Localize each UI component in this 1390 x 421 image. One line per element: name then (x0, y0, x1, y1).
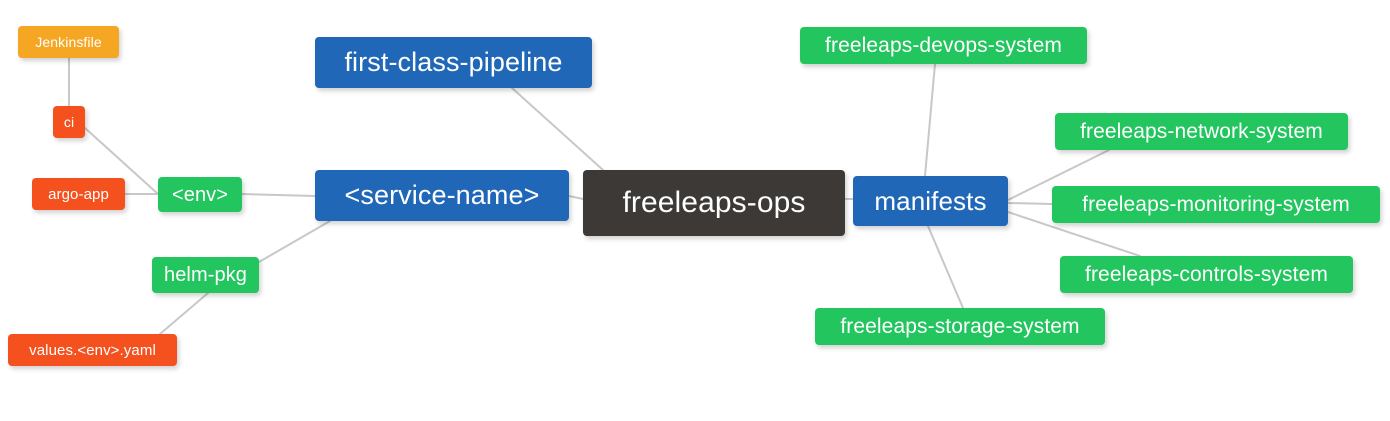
node-label-freeleaps-ops: freeleaps-ops (622, 186, 806, 219)
node-freeleaps-ops[interactable]: freeleaps-ops (583, 170, 845, 236)
edge-manifests-to-freeleaps-devops-system (924, 63, 936, 177)
edge-service-name-to-freeleaps-ops (568, 195, 584, 200)
node-helm-pkg[interactable]: helm-pkg (152, 257, 259, 293)
node-label-freeleaps-storage-system: freeleaps-storage-system (840, 315, 1080, 338)
node-freeleaps-devops-system[interactable]: freeleaps-devops-system (800, 27, 1087, 64)
node-ci[interactable]: ci (53, 106, 85, 138)
node-freeleaps-controls-system[interactable]: freeleaps-controls-system (1060, 256, 1353, 293)
node-service-name[interactable]: <service-name> (315, 170, 569, 221)
node-label-ci: ci (63, 114, 75, 130)
edge-first-class-pipeline-to-freeleaps-ops (511, 87, 604, 171)
edge-manifests-to-freeleaps-storage-system (927, 225, 964, 309)
edge-values-yaml-to-helm-pkg (159, 292, 209, 335)
node-freeleaps-monitoring-system[interactable]: freeleaps-monitoring-system (1052, 186, 1380, 223)
node-label-freeleaps-network-system: freeleaps-network-system (1080, 120, 1323, 143)
node-manifests[interactable]: manifests (853, 176, 1008, 226)
node-freeleaps-storage-system[interactable]: freeleaps-storage-system (815, 308, 1105, 345)
node-label-jenkinsfile: Jenkinsfile (35, 34, 102, 50)
edge-env-to-service-name (241, 193, 316, 197)
node-values-yaml[interactable]: values.<env>.yaml (8, 334, 177, 366)
node-label-service-name: <service-name> (344, 180, 540, 210)
node-label-helm-pkg: helm-pkg (163, 264, 248, 286)
node-label-manifests: manifests (874, 186, 987, 216)
node-label-env: <env> (171, 183, 229, 206)
node-label-values-yaml: values.<env>.yaml (29, 341, 156, 359)
node-label-argo-app: argo-app (48, 185, 109, 203)
node-label-freeleaps-monitoring-system: freeleaps-monitoring-system (1082, 193, 1350, 216)
node-first-class-pipeline[interactable]: first-class-pipeline (315, 37, 592, 88)
node-label-first-class-pipeline: first-class-pipeline (344, 47, 563, 77)
edge-helm-pkg-to-service-name (258, 220, 331, 263)
node-argo-app[interactable]: argo-app (32, 178, 125, 210)
edge-manifests-to-freeleaps-monitoring-system (1007, 202, 1053, 205)
node-env[interactable]: <env> (158, 177, 242, 212)
node-label-freeleaps-controls-system: freeleaps-controls-system (1085, 263, 1328, 286)
node-freeleaps-network-system[interactable]: freeleaps-network-system (1055, 113, 1348, 150)
node-jenkinsfile[interactable]: Jenkinsfile (18, 26, 119, 58)
node-label-freeleaps-devops-system: freeleaps-devops-system (825, 34, 1062, 57)
